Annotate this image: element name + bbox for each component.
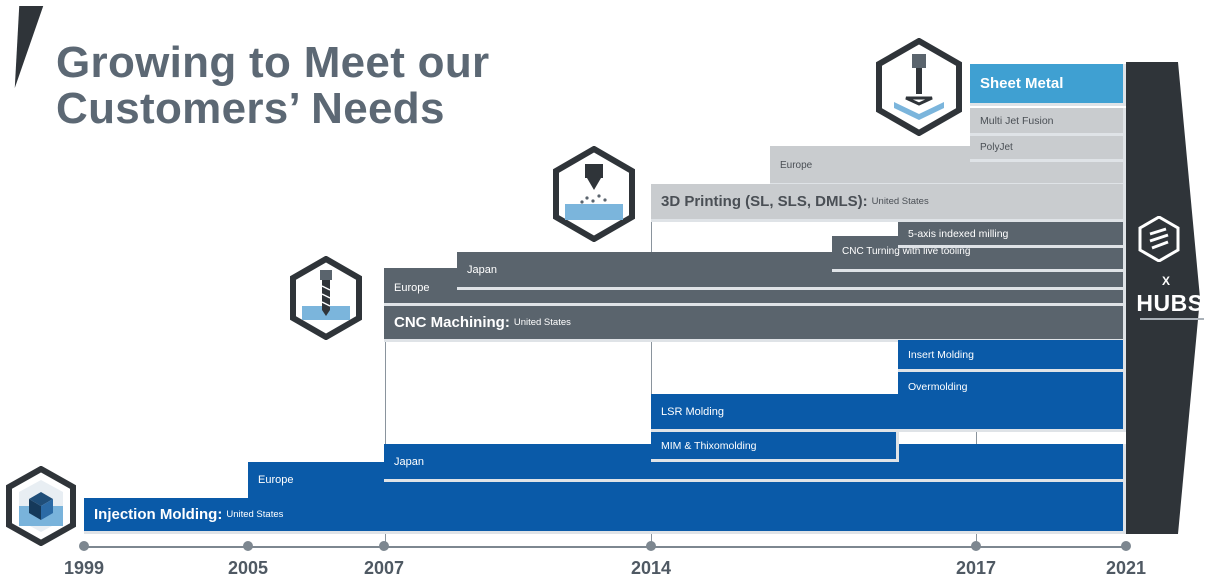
hubs-tagline-rule — [1140, 318, 1204, 320]
bar-insert-molding: Insert Molding — [898, 340, 1126, 372]
bar-cnc-main-label: CNC Machining: — [394, 314, 510, 331]
bar-cnc-europe-label: Europe — [394, 282, 430, 294]
year-2017: 2017 — [955, 558, 997, 578]
year-2014: 2014 — [630, 558, 672, 578]
drill-bit-hex-icon — [290, 256, 362, 340]
timeline-axis — [84, 546, 1128, 548]
year-2021: 2021 — [1105, 558, 1147, 578]
bar-lsr-molding: LSR Molding — [651, 394, 1126, 432]
bar-polyjet: PolyJet — [970, 136, 1126, 162]
bar-injection-sub-label: United States — [226, 509, 284, 520]
page-title: Growing to Meet our Customers’ Needs — [56, 40, 489, 132]
bar-3d-printing-main-label: 3D Printing (SL, SLS, DMLS): — [661, 193, 868, 210]
bar-cnc-sub-label: United States — [513, 317, 571, 328]
tick-2017 — [971, 541, 981, 551]
hubs-name-label: HUBS — [1136, 290, 1204, 316]
tick-1999 — [79, 541, 89, 551]
bar-injection-japan-label: Japan — [394, 456, 424, 468]
sheet-metal-press-hex-icon — [876, 38, 962, 136]
hubs-band — [1126, 62, 1162, 534]
year-1999: 1999 — [63, 558, 105, 578]
bar-insert-molding-label: Insert Molding — [908, 348, 974, 361]
bar-injection-europe-label: Europe — [258, 474, 294, 486]
bar-injection-main-label: Injection Molding: — [94, 506, 223, 523]
bar-sheet-metal-label: Sheet Metal — [980, 75, 1064, 92]
bar-3d-printing-europe-label: Europe — [780, 160, 813, 171]
tick-2007 — [379, 541, 389, 551]
bar-polyjet-label: PolyJet — [980, 142, 1013, 153]
title-line-1: Growing to Meet our — [56, 38, 490, 87]
hubs-x-label: X — [1161, 274, 1170, 288]
title-accent-slash — [4, 6, 44, 88]
bar-cnc-machining: CNC Machining: United States — [384, 306, 1126, 342]
bar-five-axis: 5-axis indexed milling — [898, 222, 1126, 248]
bar-mim-label: MIM & Thixomolding — [661, 439, 757, 452]
hubs-logo-icon — [1138, 216, 1180, 262]
bar-cnc-japan-label: Japan — [467, 264, 497, 276]
year-2007: 2007 — [363, 558, 405, 578]
bar-3d-printing-sub-label: United States — [871, 196, 929, 207]
bar-sheet-metal: Sheet Metal — [970, 64, 1126, 106]
bar-mim-thixomolding: MIM & Thixomolding — [651, 432, 899, 462]
3d-printer-nozzle-hex-icon — [553, 146, 635, 242]
title-line-2: Customers’ Needs — [56, 84, 445, 133]
bar-cnc-turning-label: CNC Turning with live tooling — [842, 246, 971, 257]
guide-line-2007 — [385, 268, 386, 546]
tick-2005 — [243, 541, 253, 551]
cube-hex-icon — [6, 466, 76, 546]
bar-injection-molding: Injection Molding: United States — [84, 498, 1126, 534]
bar-multi-jet-fusion: Multi Jet Fusion — [970, 108, 1126, 136]
bar-3d-printing: 3D Printing (SL, SLS, DMLS): United Stat… — [651, 184, 1126, 222]
guide-line-2014 — [651, 205, 652, 546]
bar-five-axis-label: 5-axis indexed milling — [908, 227, 1009, 240]
tick-2021 — [1121, 541, 1131, 551]
bar-mjf-label: Multi Jet Fusion — [980, 114, 1054, 127]
bar-overmolding-label: Overmolding — [908, 380, 968, 393]
year-2005: 2005 — [227, 558, 269, 578]
tick-2014 — [646, 541, 656, 551]
bar-lsr-label: LSR Molding — [661, 405, 724, 418]
